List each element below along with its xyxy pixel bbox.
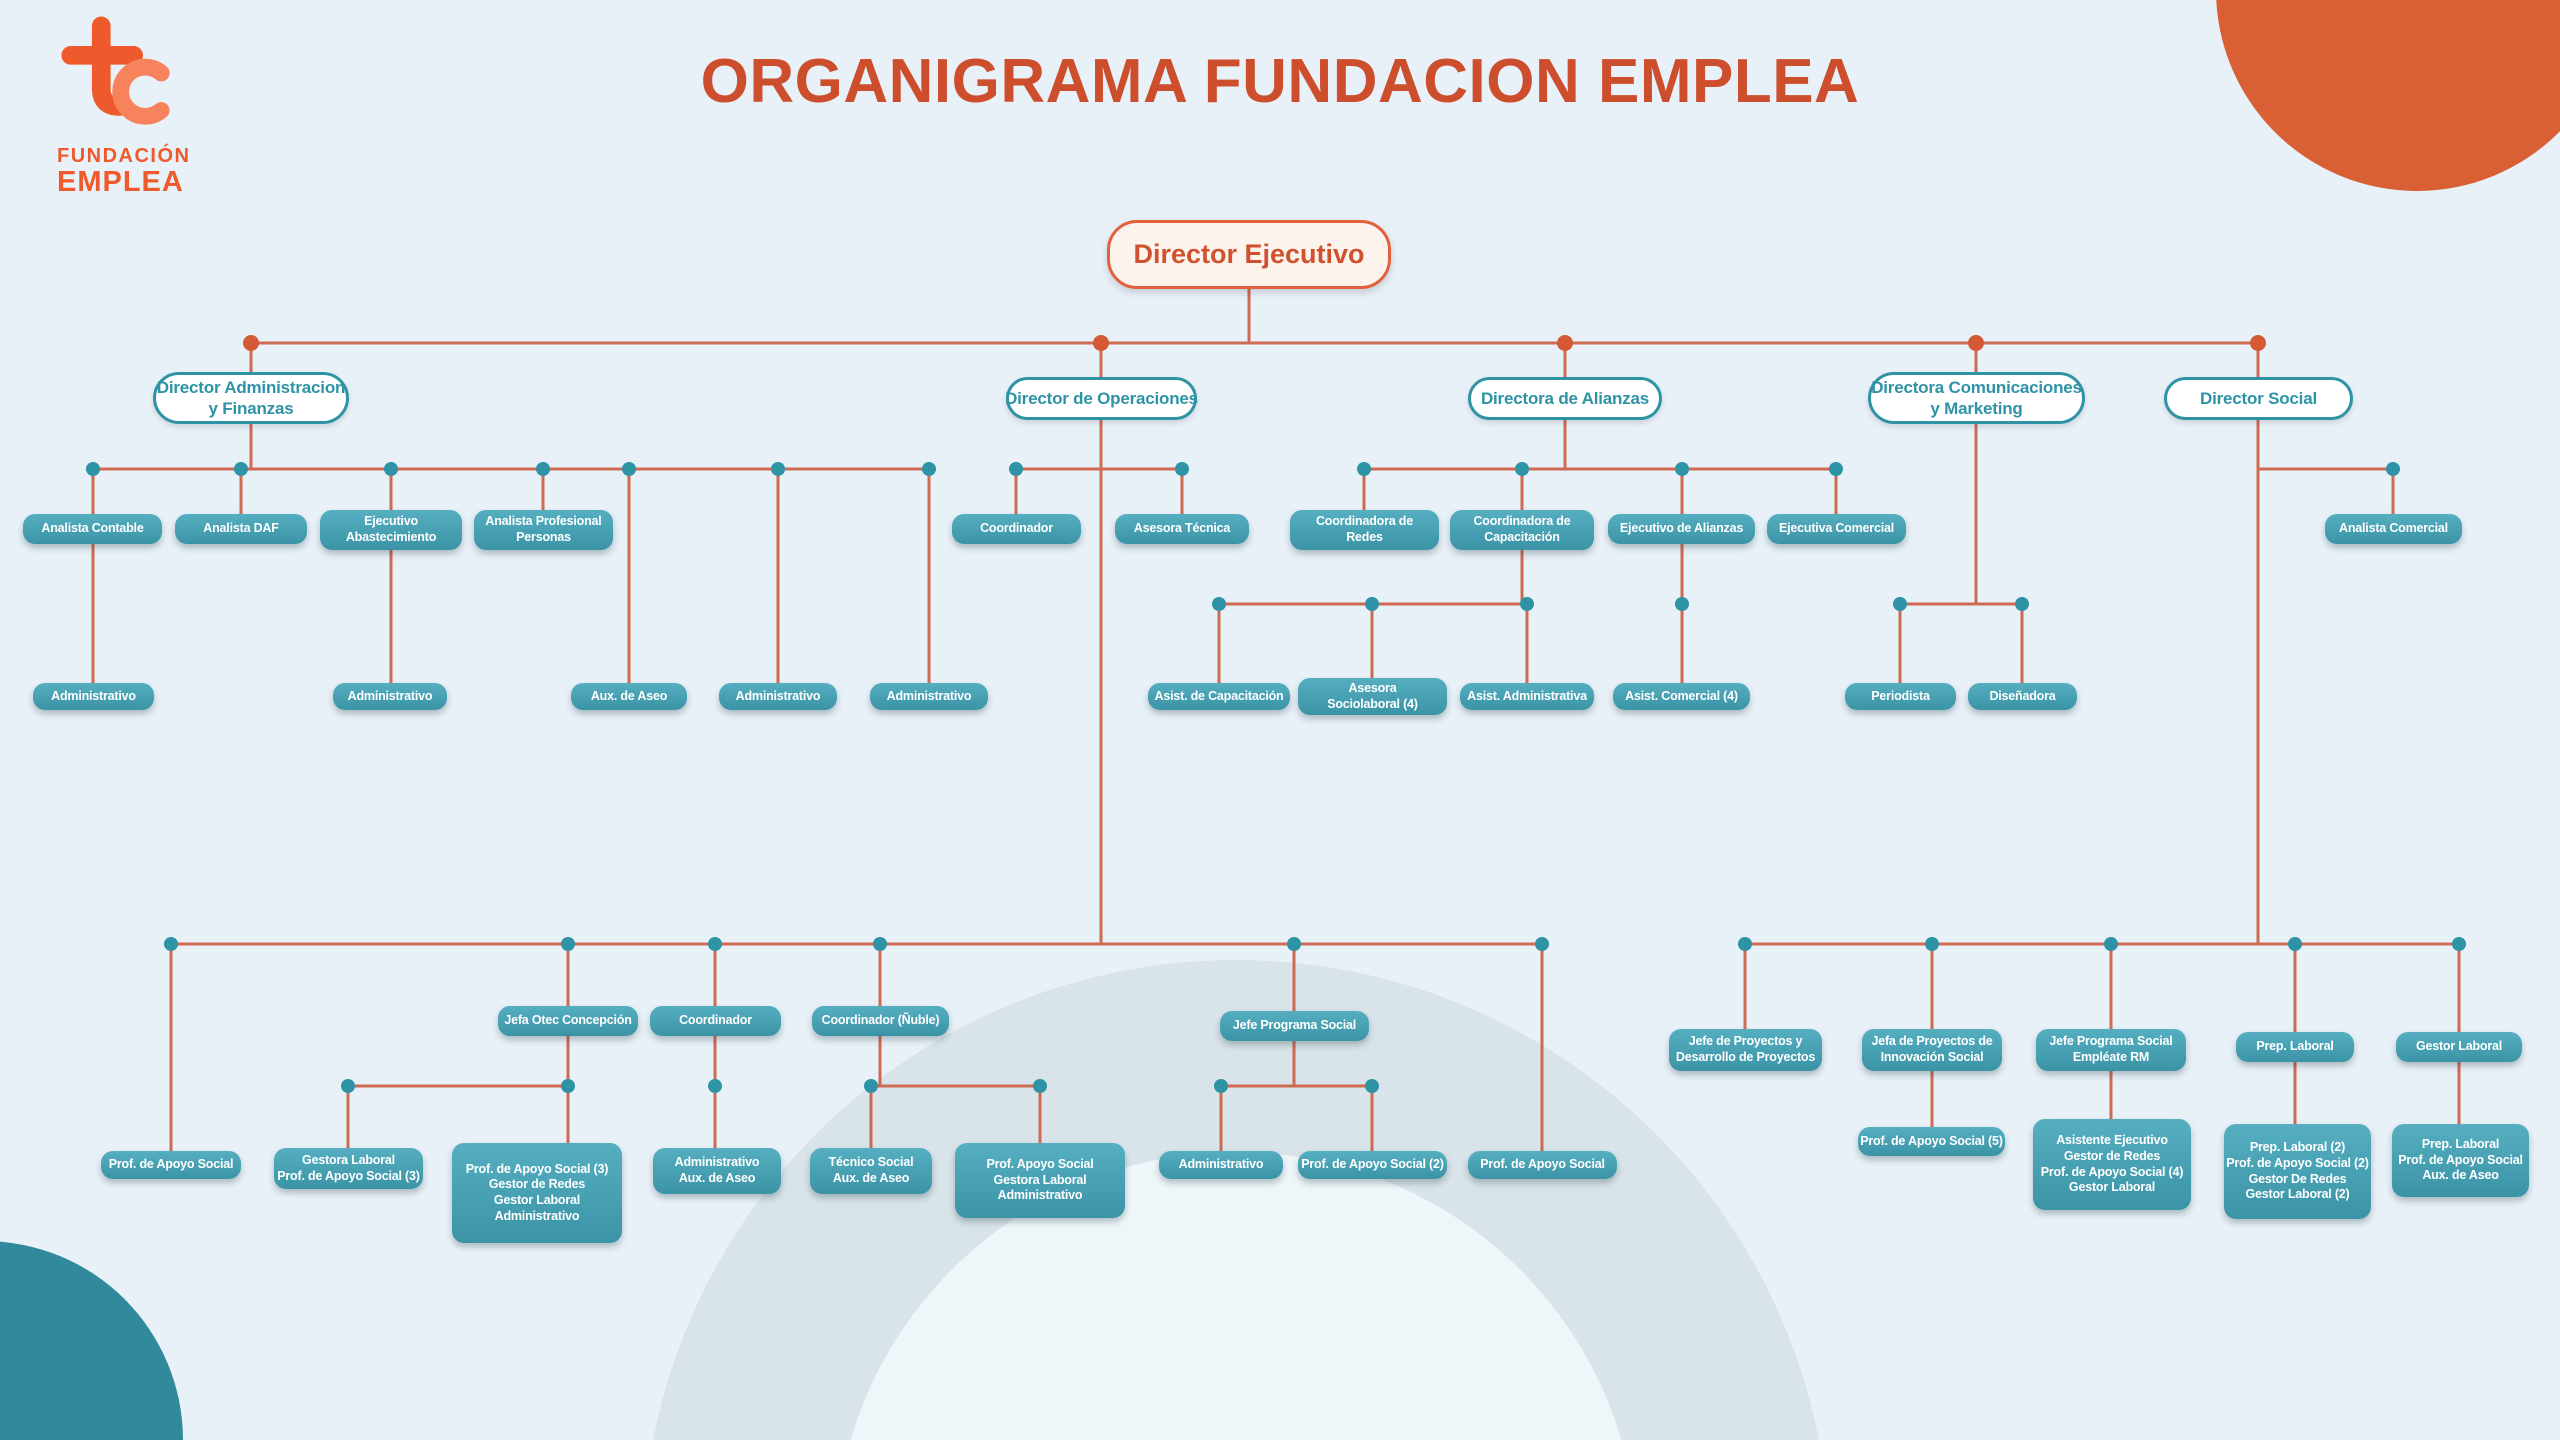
org-node-analista-comercial: Analista Comercial [2325, 514, 2462, 544]
org-node-prof-apoyo-social-2: Prof. de Apoyo Social (2) [1298, 1151, 1447, 1179]
org-node-jefa-otec-concepcion: Jefa Otec Concepción [498, 1006, 638, 1036]
org-node-coordinador-nuble: Coordinador (Ñuble) [812, 1006, 949, 1036]
org-node-gestor-laboral-team: Prep. Laboral Prof. de Apoyo Social Aux.… [2392, 1124, 2529, 1197]
logo-mark-icon [61, 16, 170, 125]
org-node-asesora-tecnica: Asesora Técnica [1115, 514, 1249, 544]
org-node-coordinador-operaciones: Coordinador [952, 514, 1081, 544]
org-node-administrativo-4: Administrativo [870, 683, 988, 710]
org-node-asist-capacitacion: Asist. de Capacitación [1148, 683, 1290, 710]
org-node-director-operaciones: Director de Operaciones [1005, 377, 1198, 420]
page-title: ORGANIGRAMA FUNDACION EMPLEA [700, 47, 1860, 116]
org-node-asist-comercial: Asist. Comercial (4) [1613, 683, 1750, 710]
org-node-director-social: Director Social [2164, 377, 2353, 420]
org-node-prof-apoyo-social-left: Prof. de Apoyo Social [101, 1151, 241, 1179]
org-node-otec-team-a: Gestora Laboral Prof. de Apoyo Social (3… [274, 1148, 423, 1189]
org-node-prep-laboral-team: Prep. Laboral (2) Prof. de Apoyo Social … [2224, 1124, 2371, 1219]
org-node-jefe-proyectos-desarrollo: Jefe de Proyectos y Desarrollo de Proyec… [1669, 1029, 1822, 1071]
org-node-otec-team-b: Prof. de Apoyo Social (3) Gestor de Rede… [452, 1143, 622, 1243]
org-node-aux-de-aseo: Aux. de Aseo [571, 683, 687, 710]
org-node-administrativo-5: Administrativo [1159, 1151, 1283, 1179]
org-node-directora-alianzas: Directora de Alianzas [1468, 377, 1662, 420]
org-node-administrativo-1: Administrativo [33, 683, 154, 710]
org-node-directora-comunicaciones-marketing: Directora Comunicaciones y Marketing [1868, 372, 2085, 424]
org-node-coordinador-2: Coordinador [650, 1006, 781, 1036]
org-node-coordinadora-capacitacion: Coordinadora de Capacitación [1450, 510, 1594, 550]
org-node-asesora-sociolaboral: Asesora Sociolaboral (4) [1298, 678, 1447, 715]
org-node-prof-apoyo-social-5: Prof. de Apoyo Social (5) [1858, 1127, 2005, 1156]
org-node-jefa-innovacion-social: Jefa de Proyectos de Innovación Social [1862, 1029, 2002, 1071]
org-node-ejecutiva-comercial: Ejecutiva Comercial [1767, 514, 1906, 544]
org-node-prof-apoyo-social-right: Prof. de Apoyo Social [1468, 1151, 1617, 1179]
org-node-analista-contable: Analista Contable [23, 514, 162, 544]
org-node-administrativo-3: Administrativo [719, 683, 837, 710]
logo-text-fundacion: FUNDACIÓN [57, 145, 191, 167]
org-node-director-administracion-finanzas: Director Administracion y Finanzas [153, 372, 349, 424]
logo-text-emplea: EMPLEA [57, 166, 184, 198]
org-node-empleate-team: Asistente Ejecutivo Gestor de Redes Prof… [2033, 1119, 2191, 1210]
org-node-coordinador-team: Administrativo Aux. de Aseo [653, 1148, 781, 1194]
org-node-nuble-team-b: Prof. Apoyo Social Gestora Laboral Admin… [955, 1143, 1125, 1218]
org-node-periodista: Periodista [1845, 683, 1956, 710]
org-node-jefe-programa-social: Jefe Programa Social [1220, 1011, 1369, 1041]
org-node-director-ejecutivo: Director Ejecutivo [1107, 220, 1391, 289]
org-node-ejecutivo-abastecimiento: Ejecutivo Abastecimiento [320, 510, 462, 550]
org-node-coordinadora-redes: Coordinadora de Redes [1290, 510, 1439, 550]
org-node-jefe-empleate-rm: Jefe Programa Social Empléate RM [2036, 1029, 2186, 1071]
org-node-prep-laboral: Prep. Laboral [2236, 1032, 2354, 1062]
fundacion-emplea-logo: FUNDACIÓN EMPLEA [57, 14, 191, 199]
org-node-asist-administrativa: Asist. Administrativa [1460, 683, 1594, 710]
org-node-disenadora: Diseñadora [1968, 683, 2077, 710]
org-node-gestor-laboral: Gestor Laboral [2396, 1032, 2522, 1062]
org-node-administrativo-2: Administrativo [333, 683, 447, 710]
org-node-nuble-team-a: Técnico Social Aux. de Aseo [810, 1148, 932, 1194]
org-node-analista-profesional-personas: Analista Profesional Personas [474, 510, 613, 550]
org-node-ejecutivo-alianzas: Ejecutivo de Alianzas [1608, 514, 1755, 544]
org-node-analista-daf: Analista DAF [175, 514, 307, 544]
